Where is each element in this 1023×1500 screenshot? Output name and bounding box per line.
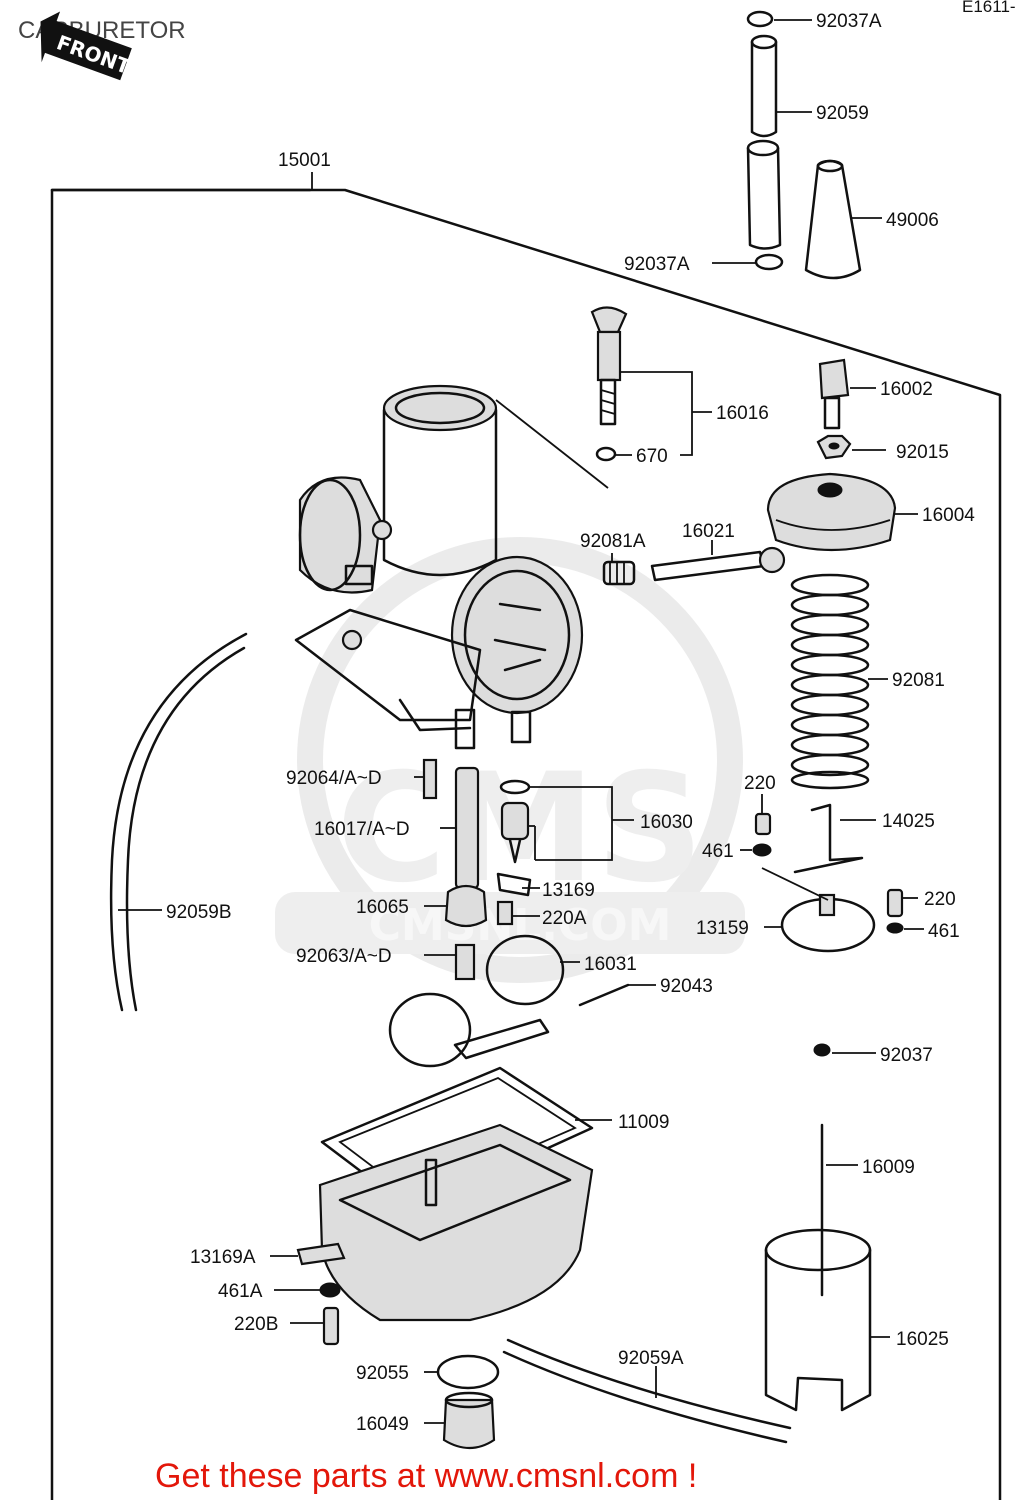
washer-461-right-drawing (886, 922, 924, 934)
plate-13169-drawing (496, 872, 540, 897)
adjuster-16002-drawing (818, 358, 876, 430)
part-label: 16065 (356, 897, 409, 918)
part-label: 92037A (816, 11, 882, 32)
main-jet-92063-drawing (424, 943, 476, 981)
washer-461-left-drawing (740, 843, 772, 857)
holder-13159-drawing (761, 867, 876, 953)
part-label: 461A (218, 1281, 263, 1302)
part-label: 15001 (278, 150, 331, 171)
part-label: 92059 (816, 103, 869, 124)
part-label: 92037 (880, 1045, 933, 1066)
screw-220-left-drawing (754, 794, 772, 836)
part-label: 16004 (922, 505, 975, 526)
float-bowl-drawing (318, 1123, 594, 1322)
pin-92043-drawing (578, 983, 656, 1007)
part-label: 13159 (696, 918, 749, 939)
part-label: 16030 (640, 812, 693, 833)
part-label: 461 (702, 841, 734, 862)
o-ring-92055-drawing (424, 1354, 500, 1390)
carburetor-body-drawing (294, 384, 609, 750)
part-label: 11009 (618, 1112, 669, 1133)
throttle-valve-16025-drawing (764, 1228, 890, 1412)
nut-92015-drawing (816, 434, 886, 460)
part-label: 16002 (880, 379, 933, 400)
hose-92059a-drawing (502, 1338, 792, 1444)
part-label: 92043 (660, 976, 713, 997)
spring-92081a-drawing (602, 553, 636, 586)
part-label: 92081 (892, 670, 945, 691)
washer-461a-drawing (274, 1282, 341, 1298)
watermark-site-text: CMSNL.COM (369, 900, 672, 951)
clip-92037a-lower-drawing (712, 253, 784, 271)
part-label: 220 (744, 773, 776, 794)
part-label: 16016 (716, 403, 769, 424)
plate-14025-drawing (793, 803, 876, 874)
holder-16065-drawing (424, 884, 488, 928)
float-16031-drawing (388, 934, 580, 1068)
pilot-jet-92064-drawing (414, 758, 438, 800)
air-screw-16016-drawing (590, 306, 712, 462)
part-label: 92063/A~D (296, 946, 392, 967)
part-label: 220B (234, 1314, 278, 1335)
part-label: 92037A (624, 254, 690, 275)
top-cap-16004-drawing (766, 472, 918, 552)
part-label: 92059B (166, 902, 232, 923)
float-valve-16030-drawing (499, 779, 634, 864)
part-label: 92059A (618, 1348, 684, 1369)
part-label: 92055 (356, 1363, 409, 1384)
corner-code: E1611- (962, 0, 1016, 16)
part-label: 16049 (356, 1414, 409, 1435)
part-label: 14025 (882, 811, 935, 832)
spring-92081-drawing (790, 573, 888, 790)
part-label: 13169A (190, 1247, 256, 1268)
part-label: 92015 (896, 442, 949, 463)
part-label: 16009 (862, 1157, 915, 1178)
tube-92059-drawing (746, 34, 812, 250)
cap-49006-drawing (804, 159, 882, 280)
part-label: 16031 (584, 954, 637, 975)
part-label: 461 (928, 921, 960, 942)
part-label: 220A (542, 908, 587, 929)
plate-13169a-drawing (270, 1242, 346, 1266)
part-label: 13169 (542, 880, 595, 901)
assembly-outline (50, 188, 312, 1500)
part-label: 49006 (886, 210, 939, 231)
part-label: 16021 (682, 521, 735, 542)
part-label: 220 (924, 889, 956, 910)
clip-92037-drawing (813, 1043, 876, 1057)
jet-needle-16009-drawing (820, 1123, 858, 1297)
part-labels: 92037A 92059 49006 92037A 15001 16016 67… (166, 11, 975, 1435)
screw-220a-drawing (496, 900, 540, 926)
screw-220b-drawing (290, 1306, 340, 1346)
drain-plug-16049-drawing (424, 1391, 496, 1450)
promo-link[interactable]: Get these parts at www.cmsnl.com ! (155, 1457, 697, 1495)
part-label: 16017/A~D (314, 819, 410, 840)
part-label: 16025 (896, 1329, 949, 1350)
throttle-stop-16021-drawing (650, 540, 786, 582)
clip-92037a-top-drawing (746, 10, 812, 28)
part-label: 92081A (580, 531, 646, 552)
part-label: 92064/A~D (286, 768, 382, 789)
hose-92059b-drawing (109, 632, 248, 1012)
part-label: 670 (636, 446, 668, 467)
screw-220-right-drawing (886, 888, 918, 918)
